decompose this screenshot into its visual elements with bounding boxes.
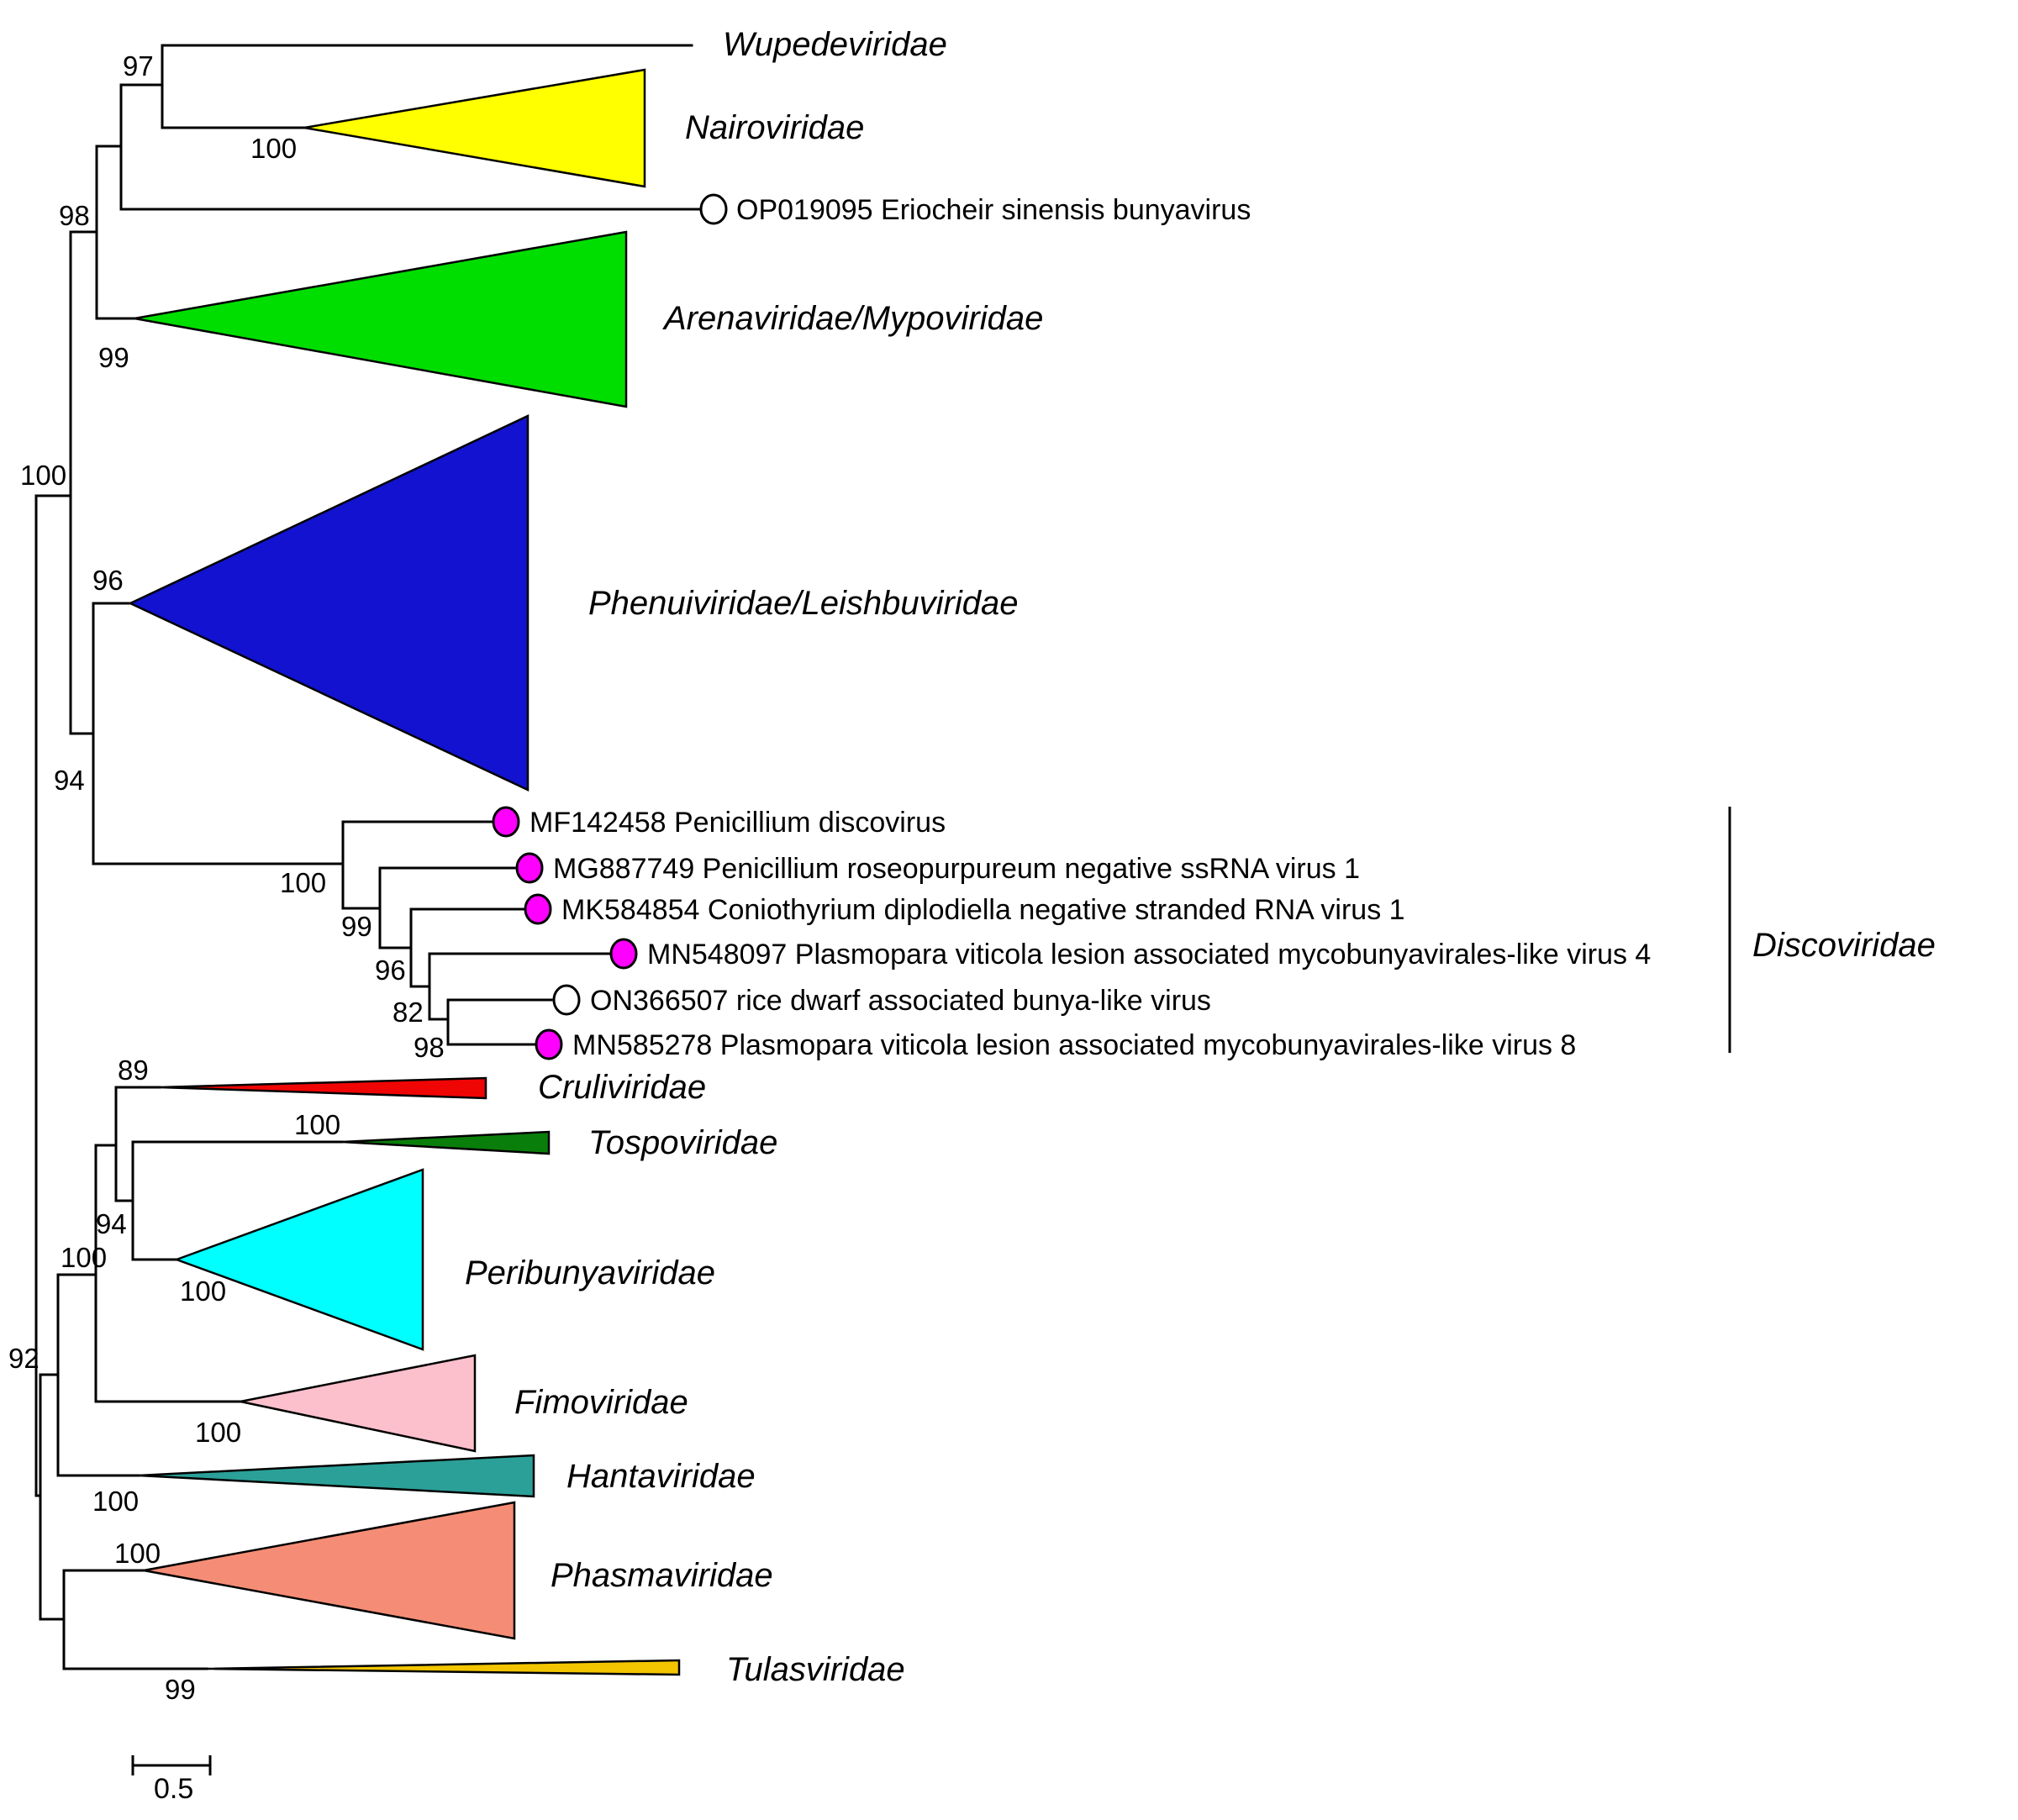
- family-label: Peribunyaviridae: [465, 1255, 715, 1291]
- family-label: Wupedeviridae: [723, 26, 947, 63]
- bootstrap-value: 100: [294, 1109, 340, 1140]
- clade-triangle-phasmaviridae: [143, 1501, 516, 1640]
- fungus-associated-marker-icon: [609, 938, 638, 970]
- fungus-associated-marker-icon: [524, 893, 552, 925]
- family-label: Tulasviridae: [726, 1651, 905, 1688]
- clade-triangle-cruliviridae: [159, 1076, 487, 1100]
- bootstrap-value: 97: [123, 50, 154, 82]
- bootstrap-value: 100: [280, 867, 326, 898]
- bootstrap-value: 89: [118, 1055, 149, 1086]
- bootstrap-value: 100: [250, 133, 297, 164]
- bootstrap-value: 99: [98, 342, 129, 373]
- open-marker-icon: [552, 984, 581, 1016]
- bootstrap-value: 96: [375, 955, 406, 986]
- family-label: Fimoviridae: [514, 1384, 688, 1421]
- family-label: Nairoviridae: [685, 109, 864, 146]
- bootstrap-value: 100: [92, 1486, 139, 1517]
- bootstrap-value: 99: [165, 1674, 196, 1705]
- open-marker-icon: [699, 193, 728, 225]
- clade-triangle-fimoviridae: [240, 1354, 477, 1453]
- bootstrap-value: 100: [180, 1276, 226, 1307]
- clade-triangle-phenuiviridae-leishbuviridae: [128, 414, 530, 792]
- taxon-label: MN548097 Plasmopara viticola lesion asso…: [647, 939, 1651, 970]
- bracket-label: Discoviridae: [1752, 927, 1936, 964]
- family-label: Hantaviridae: [566, 1458, 756, 1495]
- bootstrap-value: 99: [341, 911, 372, 942]
- clade-triangle-tospoviridae: [341, 1130, 551, 1155]
- family-label: Tospoviridae: [588, 1124, 777, 1161]
- family-label: Phasmaviridae: [551, 1557, 773, 1594]
- clade-triangle-nairoviridae: [303, 68, 646, 188]
- taxon-label: ON366507 rice dwarf associated bunya-lik…: [590, 985, 1211, 1017]
- clade-triangle-hantaviridae: [138, 1454, 535, 1498]
- bootstrap-value: 100: [114, 1538, 161, 1569]
- clade-triangle-arenaviridae-mypoviridae: [134, 230, 628, 408]
- bootstrap-value: 100: [61, 1242, 107, 1273]
- bootstrap-value: 92: [8, 1343, 40, 1374]
- bootstrap-value: 94: [54, 765, 85, 796]
- taxon-label: MF142458 Penicillium discovirus: [530, 807, 946, 839]
- bootstrap-value: 82: [393, 997, 424, 1028]
- taxon-label: OP019095 Eriocheir sinensis bunyavirus: [736, 194, 1251, 226]
- fungus-associated-marker-icon: [535, 1028, 563, 1060]
- fungus-associated-marker-icon: [515, 852, 544, 884]
- bootstrap-value: 98: [414, 1032, 445, 1063]
- clade-triangle-peribunyaviridae: [173, 1168, 424, 1351]
- bootstrap-value: 100: [195, 1417, 241, 1448]
- taxon-label: MN585278 Plasmopara viticola lesion asso…: [572, 1029, 1576, 1061]
- family-label: Arenaviridae/Mypoviridae: [662, 300, 1043, 337]
- bootstrap-value: 94: [96, 1208, 127, 1239]
- fungus-associated-marker-icon: [492, 806, 520, 838]
- clade-triangle-tulasviridae: [206, 1659, 681, 1676]
- taxon-label: MG887749 Penicillium roseopurpureum nega…: [553, 853, 1360, 885]
- bootstrap-value: 96: [92, 565, 124, 596]
- bootstrap-value: 98: [59, 200, 90, 231]
- family-label: Cruliviridae: [538, 1069, 706, 1106]
- taxon-label: MK584854 Coniothyrium diplodiella negati…: [561, 894, 1405, 926]
- scale-bar-label: 0.5: [154, 1773, 193, 1805]
- bootstrap-value: 100: [20, 460, 66, 491]
- family-label: Phenuiviridae/Leishbuviridae: [588, 585, 1018, 622]
